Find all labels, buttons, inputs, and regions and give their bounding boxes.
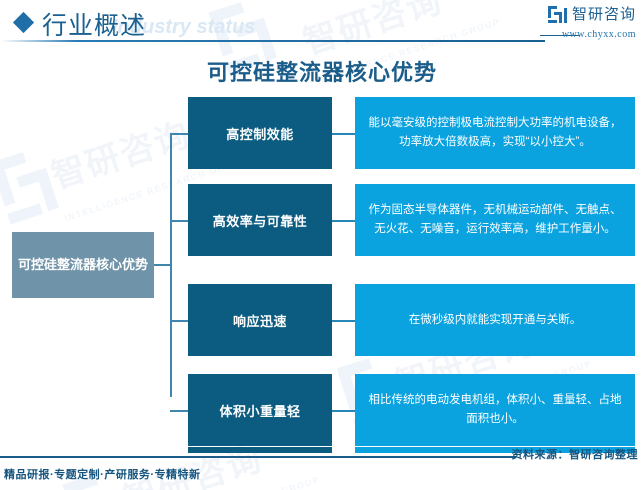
connector-node-desc-2 — [332, 220, 355, 222]
diagram-node-4[interactable]: 体积小重量轻 — [188, 374, 332, 446]
diagram-node-3[interactable]: 响应迅速 — [188, 284, 332, 356]
connector-spine — [170, 133, 172, 397]
diagram-root-node[interactable]: 可控硅整流器核心优势 — [12, 232, 154, 298]
brand-url: www.chyxx.com — [561, 29, 636, 40]
connector-node-desc-3 — [332, 320, 355, 322]
connector-branch-2 — [170, 220, 189, 222]
diagram-desc-1[interactable]: 能以毫安级的控制极电流控制大功率的机电设备，功率放大倍数极高，实现“以小控大”。 — [355, 97, 635, 169]
diagram-node-2[interactable]: 高效率与可靠性 — [188, 184, 332, 256]
connector-root-stem — [154, 264, 172, 266]
header-divider — [0, 40, 545, 42]
diagram-desc-4[interactable]: 相比传统的电动发电机组，体积小、重量轻、占地面积也小。 — [355, 374, 635, 446]
slide-header: Industry status 行业概述 智研咨询 www.chyxx.com — [0, 0, 644, 44]
brand-name: 智研咨询 — [571, 7, 636, 23]
header-subtitle: Industry status — [112, 16, 256, 38]
connector-branch-4 — [170, 410, 189, 412]
diagram-desc-3[interactable]: 在微秒级内就能实现开通与关断。 — [355, 284, 635, 356]
connector-node-desc-4 — [332, 410, 355, 412]
page-title: 行业概述 — [42, 13, 147, 40]
footer-divider — [0, 456, 516, 458]
brand-block: 智研咨询 www.chyxx.com — [547, 6, 636, 40]
connector-node-desc-1 — [332, 133, 355, 135]
footer-accent-dark — [188, 447, 332, 453]
diagram-desc-2[interactable]: 作为固态半导体器件，无机械运动部件、无触点、无火花、无噪音，运行效率高，维护工作… — [355, 184, 635, 256]
header-divider-right — [540, 35, 580, 36]
brand-logo-icon — [547, 6, 567, 25]
source-note: 资料来源：智研咨询整理 — [511, 449, 638, 461]
chart-title: 可控硅整流器核心优势 — [206, 60, 437, 85]
footer-tagline: 精品研报·专题定制·产研服务·专精特新 — [4, 469, 201, 481]
connector-branch-3 — [170, 320, 189, 322]
footer-accent-light — [355, 447, 635, 453]
diagram-node-1[interactable]: 高控制效能 — [188, 97, 332, 169]
connector-branch-1 — [170, 133, 189, 135]
